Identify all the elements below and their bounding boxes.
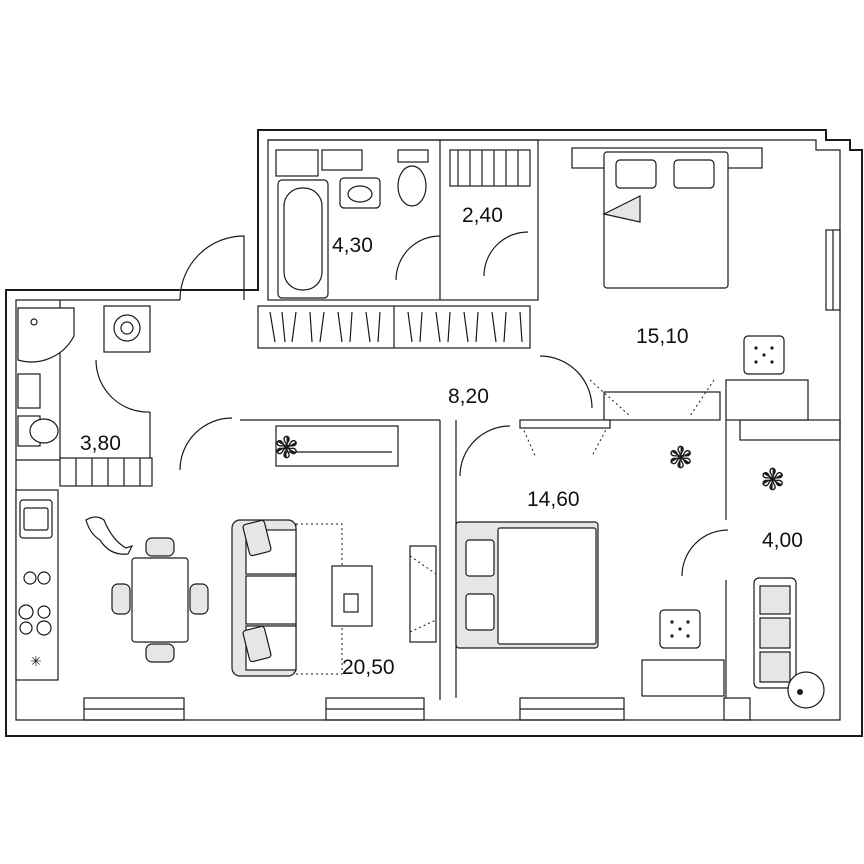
- cat-icon: [85, 516, 134, 555]
- balcony-furniture: [753, 577, 825, 709]
- plant-icon: ❃: [274, 431, 299, 466]
- small-bathroom-fixtures: [17, 305, 153, 487]
- outer-walls: [5, 129, 863, 737]
- small-bathroom-area: 3,80: [80, 432, 121, 455]
- main-bedroom-furniture: [571, 147, 809, 421]
- wardrobe-shelves: [449, 149, 531, 187]
- bathroom-fixtures: [275, 149, 429, 299]
- living-kitchen-area: 20,50: [342, 656, 395, 679]
- sofa: [231, 519, 343, 677]
- coffee-table: [331, 565, 373, 627]
- plant-icons: ❃ ❃ ❃: [274, 431, 785, 498]
- plant-icon: ❃: [668, 441, 693, 476]
- living-shelf: [275, 425, 399, 467]
- bathroom-area: 4,30: [332, 234, 373, 257]
- second-bedroom-area: 14,60: [527, 488, 580, 511]
- tv-unit: [409, 545, 437, 643]
- second-bedroom-furniture: [455, 419, 725, 697]
- wardrobe-area: 2,40: [462, 204, 503, 227]
- closet-hangers: [269, 306, 523, 348]
- balcony-area: 4,00: [762, 529, 803, 552]
- svg-text:✳: ✳: [30, 654, 42, 670]
- main-bedroom-area: 15,10: [636, 325, 689, 348]
- bottom-windows: [83, 697, 751, 721]
- plant-icon: ❃: [760, 463, 785, 498]
- hallway-area: 8,20: [448, 385, 489, 408]
- kitchen-counter: ✳: [15, 489, 59, 681]
- dining-set: [111, 537, 209, 663]
- doors: [95, 231, 729, 577]
